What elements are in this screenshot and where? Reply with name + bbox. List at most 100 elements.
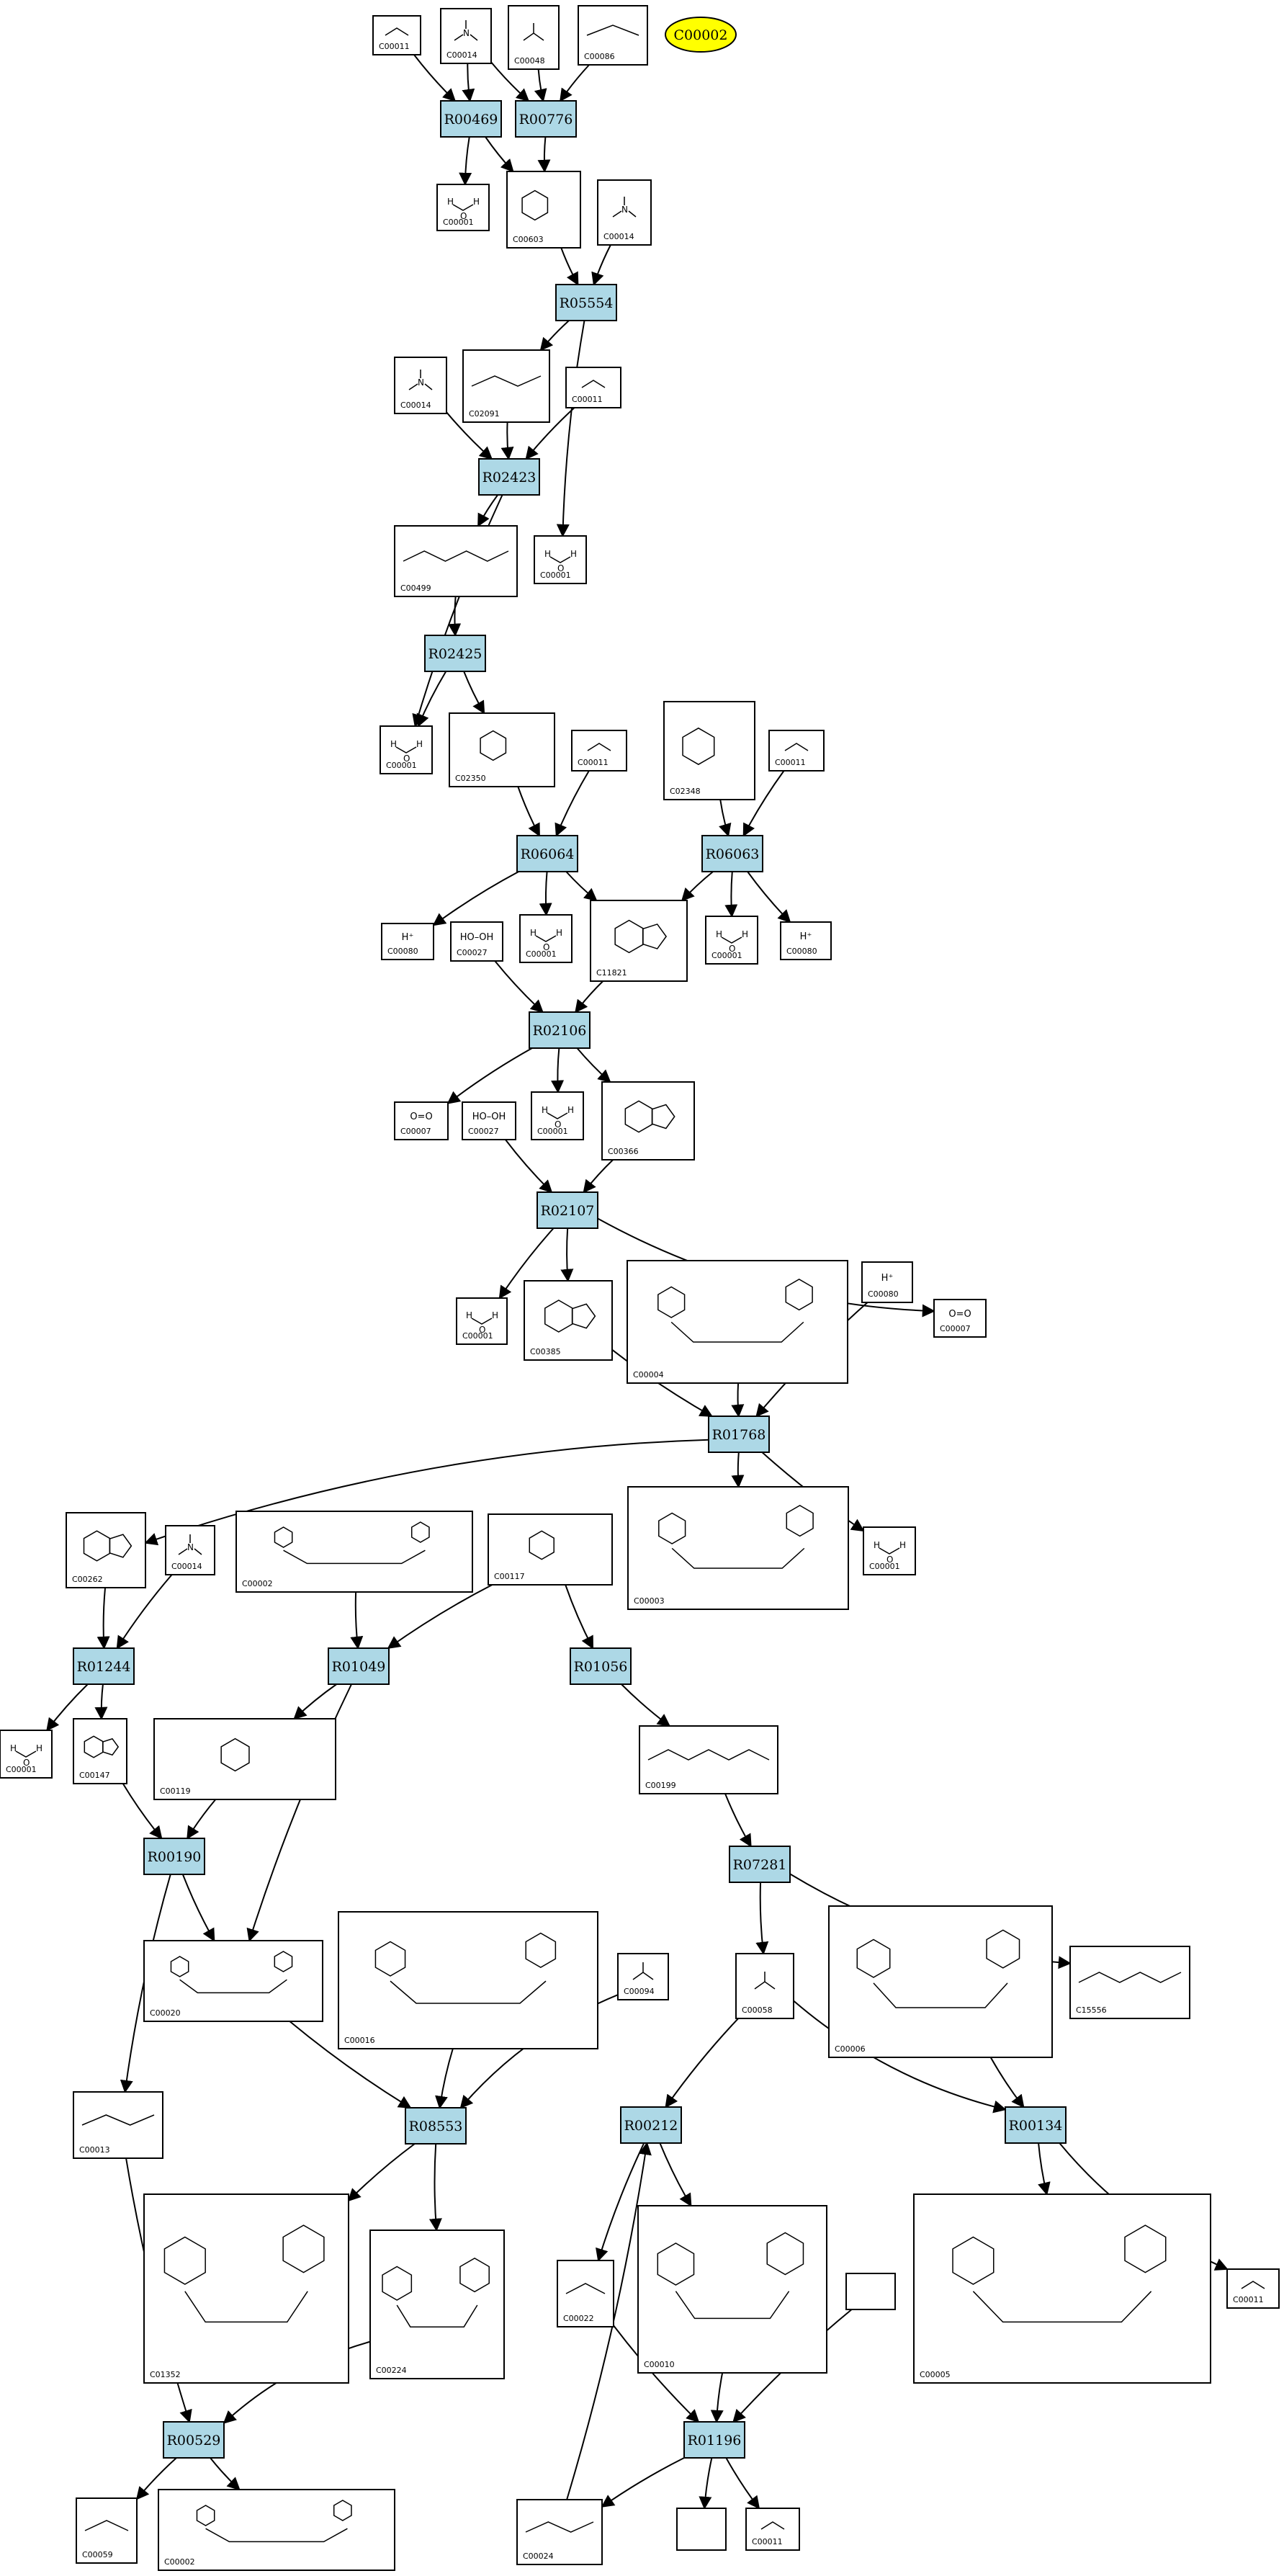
compound-box[interactable]: [456, 1297, 508, 1345]
compound-box[interactable]: [565, 367, 621, 408]
compound-box[interactable]: [235, 1511, 473, 1593]
reaction-box[interactable]: [328, 1647, 390, 1685]
compound-box[interactable]: [571, 730, 627, 772]
compound-box[interactable]: [450, 921, 503, 962]
compound-box[interactable]: [780, 921, 832, 960]
compound-node[interactable]: C15556: [1069, 1946, 1190, 2019]
compound-box[interactable]: [369, 2230, 505, 2379]
compound-node[interactable]: C01352: [143, 2193, 349, 2384]
reaction-box[interactable]: [683, 2421, 745, 2459]
compound-node[interactable]: C00024: [516, 2499, 603, 2565]
reaction-node[interactable]: R05554: [555, 284, 617, 321]
compound-node[interactable]: C00020: [143, 1940, 323, 2022]
reaction-box[interactable]: [515, 100, 577, 138]
compound-node[interactable]: C00002: [158, 2489, 395, 2571]
compound-node[interactable]: C00385: [524, 1280, 613, 1361]
reaction-node[interactable]: R00190: [143, 1838, 205, 1875]
compound-box[interactable]: [590, 900, 688, 982]
compound-box[interactable]: [597, 179, 652, 246]
reaction-box[interactable]: [529, 1011, 591, 1049]
reaction-box[interactable]: [1005, 2106, 1067, 2144]
compound-node[interactable]: C00224: [369, 2230, 505, 2379]
compound-box[interactable]: [861, 1261, 913, 1303]
compound-box[interactable]: [506, 171, 581, 249]
compound-node[interactable]: C02348: [663, 701, 755, 800]
reaction-node[interactable]: R01244: [73, 1647, 135, 1685]
reaction-node[interactable]: R01049: [328, 1647, 390, 1685]
reaction-node[interactable]: R00776: [515, 100, 577, 138]
compound-box[interactable]: [534, 535, 587, 584]
reaction-node[interactable]: R02106: [529, 1011, 591, 1049]
compound-node[interactable]: C00011: [745, 2508, 800, 2551]
compound-box[interactable]: [394, 1101, 449, 1140]
compound-node[interactable]: C00022: [557, 2260, 614, 2327]
compound-box[interactable]: [143, 1940, 323, 2022]
compound-node[interactable]: C00016: [338, 1911, 598, 2049]
reaction-box[interactable]: [405, 2107, 467, 2145]
compound-node[interactable]: C00011: [372, 15, 421, 55]
compound-box[interactable]: [913, 2193, 1211, 2384]
reaction-box[interactable]: [440, 100, 502, 138]
compound-box[interactable]: [663, 701, 755, 800]
compound-node[interactable]: H⁺C00080: [780, 921, 832, 960]
reaction-node[interactable]: R00134: [1005, 2106, 1067, 2144]
compound-box[interactable]: [524, 1280, 613, 1361]
reaction-box[interactable]: [73, 1647, 135, 1685]
compound-box[interactable]: [394, 357, 447, 414]
compound-node[interactable]: C00003: [627, 1486, 849, 1610]
compound-box[interactable]: [627, 1260, 848, 1384]
compound-box[interactable]: [440, 8, 492, 64]
compound-box[interactable]: [617, 1953, 669, 2000]
compound-node[interactable]: C00011: [565, 367, 621, 408]
compound-box[interactable]: [372, 15, 421, 55]
compound-box[interactable]: [1069, 1946, 1190, 2019]
reaction-box[interactable]: [143, 1838, 205, 1875]
compound-box[interactable]: [676, 2508, 727, 2551]
compound-box[interactable]: [73, 2091, 163, 2159]
compound-box[interactable]: [380, 725, 433, 774]
compound-box[interactable]: [745, 2508, 800, 2551]
compound-box[interactable]: [73, 1718, 127, 1784]
compound-box[interactable]: [462, 1101, 516, 1140]
compound-node[interactable]: C11821: [590, 900, 688, 982]
compound-node[interactable]: C00086: [578, 5, 648, 66]
reaction-box[interactable]: [537, 1191, 598, 1229]
reaction-box[interactable]: [729, 1846, 791, 1883]
compound-box[interactable]: [394, 525, 518, 597]
compound-box[interactable]: [76, 2497, 138, 2564]
compound-box[interactable]: [165, 1525, 215, 1575]
compound-node[interactable]: C00059: [76, 2497, 138, 2564]
compound-node[interactable]: H⁺C00080: [381, 923, 434, 960]
compound-box[interactable]: [768, 730, 825, 772]
compound-node[interactable]: C00048: [508, 5, 560, 70]
reaction-node[interactable]: R02425: [424, 635, 486, 672]
compound-box[interactable]: [0, 1730, 53, 1779]
compound-node[interactable]: C00499: [394, 525, 518, 597]
reaction-node[interactable]: R00212: [620, 2106, 682, 2144]
compound-node[interactable]: C00011: [768, 730, 825, 772]
reaction-node[interactable]: R07281: [729, 1846, 791, 1883]
compound-node[interactable]: C00366: [601, 1081, 695, 1160]
compound-node[interactable]: C00011: [571, 730, 627, 772]
compound-node[interactable]: C00147: [73, 1718, 127, 1784]
compound-node[interactable]: C00013: [73, 2091, 163, 2159]
compound-box[interactable]: [705, 916, 758, 965]
compound-box[interactable]: [578, 5, 648, 66]
compound-box[interactable]: [436, 184, 490, 231]
compound-node[interactable]: H⁺C00080: [861, 1261, 913, 1303]
compound-box[interactable]: [462, 349, 550, 423]
compound-box[interactable]: [735, 1953, 794, 2019]
compound-box[interactable]: [933, 1299, 987, 1338]
